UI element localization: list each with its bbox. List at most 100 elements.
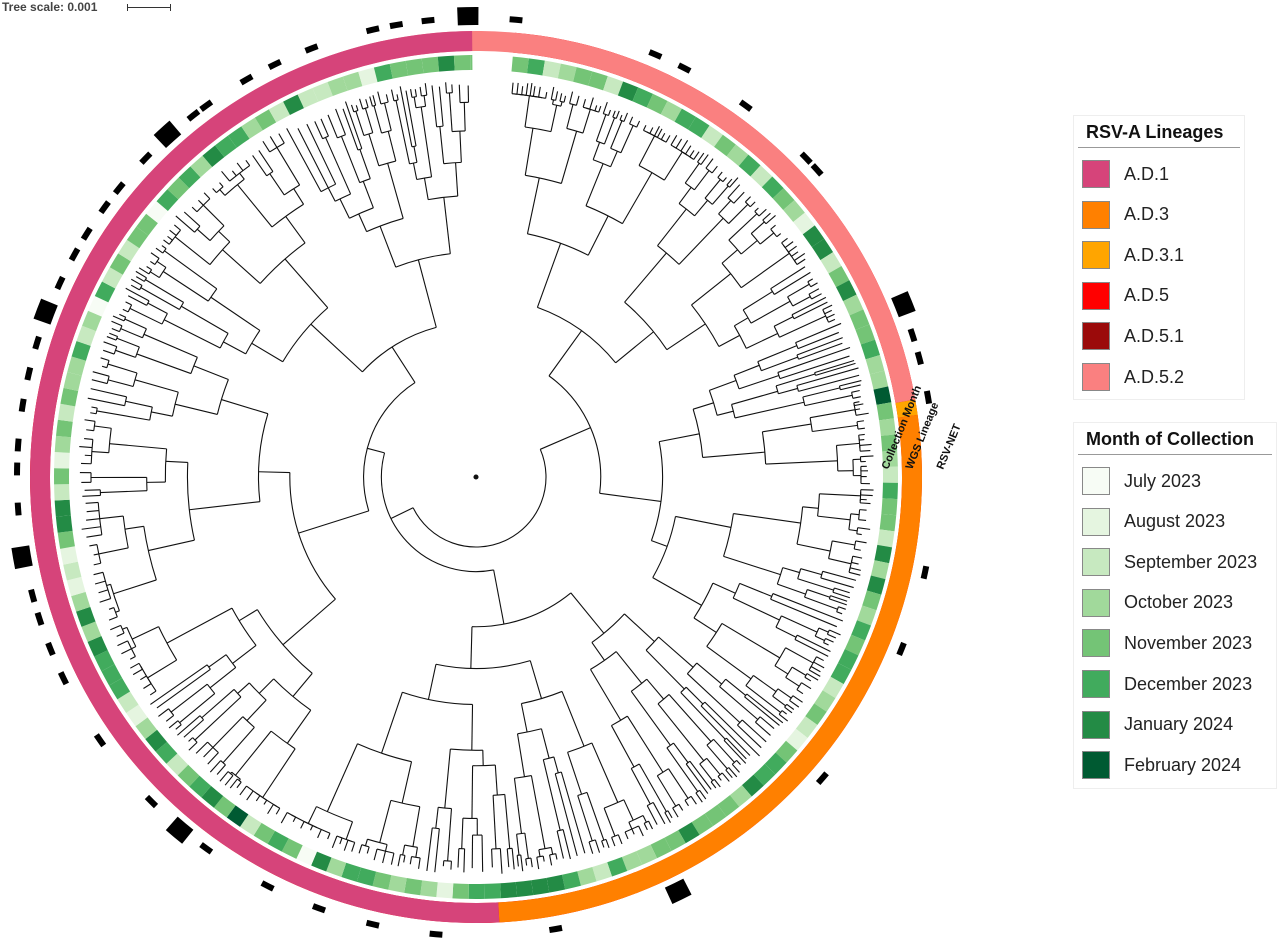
month-swatch	[1082, 548, 1110, 577]
tree-branch	[145, 279, 184, 303]
month-cell	[63, 372, 82, 391]
tree-arc	[774, 647, 787, 667]
month-cell	[227, 126, 250, 148]
rsv-net-marker	[304, 43, 319, 54]
month-cell	[795, 716, 818, 738]
month-label: November 2023	[1124, 632, 1253, 653]
month-item: January 2024	[1074, 710, 1233, 739]
tree-branch	[427, 664, 437, 700]
tree-leaf-branch	[343, 839, 349, 851]
month-cell	[738, 154, 761, 177]
tree-leaf-branch	[636, 120, 641, 128]
month-cell	[421, 56, 440, 74]
rsv-net-marker	[93, 733, 107, 748]
tree-arc	[781, 242, 786, 248]
lineage-item: A.D.3.1	[1074, 241, 1184, 270]
rsv-net-marker	[11, 545, 33, 570]
tree-arc	[209, 225, 225, 241]
tree-leaf-branch	[711, 165, 718, 174]
tree-branch	[147, 302, 168, 314]
tree-arc	[817, 493, 820, 517]
tree-leaf-branch	[798, 374, 860, 392]
tree-branch	[836, 442, 860, 446]
tree-branch	[239, 172, 245, 180]
tree-arc	[224, 178, 245, 196]
tree-leaf-branch	[664, 812, 671, 823]
tree-arc	[372, 104, 376, 107]
tree-branch	[796, 543, 831, 552]
tree-arc	[361, 326, 437, 373]
tree-arc	[549, 853, 556, 856]
tree-arc	[809, 417, 813, 432]
tree-arc	[557, 829, 564, 832]
tree-leaf-branch	[612, 110, 616, 118]
month-cell	[855, 324, 876, 345]
tree-arc	[826, 317, 830, 323]
tree-arc	[207, 288, 218, 302]
tree-leaf-branch	[320, 118, 329, 137]
tree-branch	[131, 626, 159, 640]
tree-branch	[718, 334, 740, 347]
tree-leaf-branch	[575, 95, 580, 106]
tree-arc	[334, 193, 351, 202]
tree-leaf-branch	[594, 105, 598, 112]
tree-branch	[129, 307, 163, 325]
tree-leaf-branch	[729, 177, 739, 188]
month-item: November 2023	[1074, 629, 1253, 658]
tree-arc	[216, 186, 224, 194]
tree-leaf-branch	[236, 162, 244, 171]
tree-leaf-branch	[796, 634, 831, 652]
tree-arc	[854, 409, 857, 416]
tree-branch	[293, 188, 305, 205]
tree-leaf-branch	[525, 83, 529, 96]
tree-leaf-branch	[808, 669, 821, 677]
month-cell	[701, 125, 723, 147]
tree-arc	[376, 848, 395, 854]
tree-leaf-branch	[491, 848, 493, 868]
tree-arc	[770, 288, 775, 295]
tree-arc	[594, 110, 599, 113]
tree-branch	[134, 379, 179, 393]
tree-leaf-branch	[820, 577, 854, 589]
tree-arc	[357, 743, 412, 763]
tree-leaf-branch	[209, 760, 222, 773]
tree-branch	[591, 742, 619, 803]
rsv-net-marker	[239, 73, 254, 86]
tree-branch	[651, 540, 668, 547]
tree-arc	[654, 135, 658, 138]
tree-branch	[630, 690, 671, 746]
rsv-net-marker	[260, 880, 275, 892]
tree-arc	[538, 96, 546, 99]
month-cell	[764, 752, 787, 775]
tree-branch	[513, 778, 523, 834]
tree-branch	[463, 102, 466, 131]
tree-leaf-branch	[854, 408, 861, 411]
rsv-net-marker	[18, 398, 27, 412]
tree-branch	[761, 356, 798, 372]
tree-leaf-branch	[426, 827, 433, 871]
tree-leaf-branch	[90, 388, 127, 398]
month-cell	[296, 845, 317, 866]
tree-leaf-branch	[183, 719, 204, 738]
tree-branch	[412, 162, 418, 180]
month-cell	[783, 200, 805, 222]
tree-branch	[577, 795, 593, 842]
month-cell	[55, 515, 73, 533]
tree-leaf-branch	[188, 742, 198, 751]
tree-branch	[645, 649, 685, 690]
tree-leaf-branch	[129, 656, 136, 660]
tree-leaf-branch	[675, 138, 683, 149]
tree-leaf-branch	[255, 795, 261, 802]
tree-leaf-branch	[203, 747, 214, 758]
tree-leaf-branch	[278, 133, 285, 144]
month-cell	[76, 325, 97, 346]
tree-branch	[599, 492, 662, 502]
tree-leaf-branch	[689, 150, 695, 158]
tree-arc	[791, 314, 795, 320]
tree-leaf-branch	[163, 239, 170, 245]
month-cell	[405, 58, 424, 76]
tree-leaf-branch	[700, 705, 751, 756]
tree-leaf-branch	[84, 438, 93, 440]
tree-leaf-branch	[857, 527, 871, 530]
tree-branch	[775, 626, 797, 638]
